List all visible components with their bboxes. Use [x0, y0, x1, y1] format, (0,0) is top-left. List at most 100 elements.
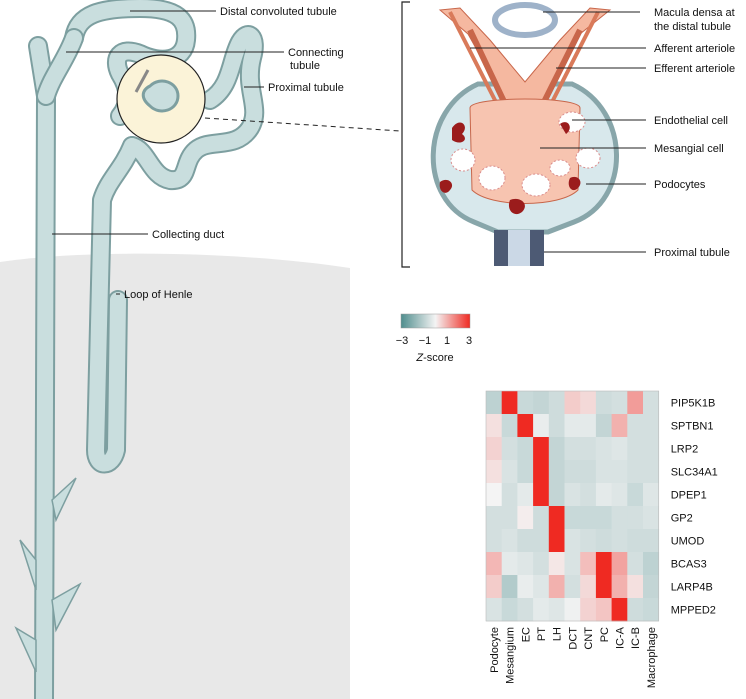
heatmap-cell	[517, 598, 534, 622]
colorbar-title: Z-score	[415, 352, 453, 364]
heatmap-cell	[564, 391, 581, 415]
heatmap-row-label: DPEP1	[671, 490, 707, 502]
heatmap-column-label: Macrophage	[646, 627, 658, 688]
heatmap-cell	[580, 506, 597, 530]
heatmap-cell	[627, 414, 644, 438]
heatmap-cell	[564, 575, 581, 599]
heatmap-cell	[501, 552, 518, 576]
label-proximal-tubule-nephron: Proximal tubule	[268, 82, 344, 94]
heatmap-cell	[580, 391, 597, 415]
heatmap-column-label: Mesangium	[505, 627, 517, 684]
heatmap-column-label: DCT	[567, 627, 579, 650]
heatmap-cell	[564, 460, 581, 484]
label-proximal-tubule-glomerulus: Proximal tubule	[654, 247, 730, 259]
heatmap-row-label: SPTBN1	[671, 421, 714, 433]
heatmap-cell	[643, 552, 660, 576]
heatmap-cell	[564, 552, 581, 576]
heatmap-cell	[548, 529, 565, 553]
heatmap-cell	[486, 575, 503, 599]
heatmap-cell	[517, 552, 534, 576]
label-macula-densa-1: Macula densa at	[654, 7, 735, 19]
heatmap-cell	[486, 598, 503, 622]
heatmap-cell	[627, 552, 644, 576]
label-macula-densa-2: the distal tubule	[654, 21, 731, 33]
heatmap-cell	[548, 575, 565, 599]
heatmap-cell	[580, 460, 597, 484]
colorbar-tick-0: −3	[396, 335, 409, 347]
colorbar-tick-3: 3	[466, 335, 472, 347]
heatmap-cell	[517, 575, 534, 599]
glomerulus-highlight	[116, 54, 206, 144]
heatmap-cell	[595, 552, 612, 576]
heatmap-cell	[486, 506, 503, 530]
heatmap-cell	[580, 529, 597, 553]
heatmap-row-label: LARP4B	[671, 582, 713, 594]
heatmap-cell	[595, 575, 612, 599]
heatmap-cell	[533, 391, 550, 415]
heatmap-row-label: GP2	[671, 513, 693, 525]
heatmap-column-label: IC-A	[614, 626, 626, 649]
heatmap-cell	[595, 529, 612, 553]
nephron-tubule	[28, 0, 265, 699]
heatmap-cell	[533, 414, 550, 438]
heatmap-cell	[501, 483, 518, 507]
heatmap-cell	[533, 575, 550, 599]
heatmap-cell	[611, 437, 628, 461]
heatmap-cell	[643, 391, 660, 415]
heatmap-cell	[627, 506, 644, 530]
heatmap-cell	[517, 460, 534, 484]
heatmap-cell	[580, 483, 597, 507]
heatmap-cell	[611, 529, 628, 553]
zoom-connector-line	[204, 117, 401, 132]
heatmap-cell	[627, 460, 644, 484]
heatmap-cell	[486, 391, 503, 415]
heatmap-cell	[627, 529, 644, 553]
heatmap-cell	[501, 414, 518, 438]
label-collecting-duct: Collecting duct	[152, 229, 224, 241]
heatmap-cell	[501, 437, 518, 461]
heatmap-cell	[564, 506, 581, 530]
heatmap-cell	[517, 483, 534, 507]
heatmap-cell	[643, 529, 660, 553]
heatmap-cell	[564, 437, 581, 461]
kidney-background	[0, 253, 350, 699]
heatmap-cell	[517, 506, 534, 530]
collecting-duct-branches	[14, 477, 82, 673]
heatmap-cell	[501, 529, 518, 553]
heatmap-cell	[486, 414, 503, 438]
heatmap-cell	[611, 506, 628, 530]
heatmap-column-label: EC	[520, 627, 532, 642]
heatmap-cell	[517, 391, 534, 415]
heatmap-cell	[548, 391, 565, 415]
heatmap-cell	[517, 414, 534, 438]
heatmap-cell	[533, 437, 550, 461]
label-connecting-tubule-2: tubule	[290, 60, 320, 72]
heatmap-cell	[643, 460, 660, 484]
heatmap-cell	[611, 391, 628, 415]
heatmap-column-label: Podocyte	[489, 627, 501, 673]
heatmap-row-label: UMOD	[671, 536, 705, 548]
heatmap-cell	[611, 483, 628, 507]
heatmap-cell	[501, 391, 518, 415]
heatmap-cell	[643, 414, 660, 438]
colorbar-gradient	[400, 313, 471, 329]
label-connecting-tubule-1: Connecting	[288, 47, 344, 59]
heatmap-cell	[548, 598, 565, 622]
heatmap-cell	[486, 460, 503, 484]
heatmap-cell	[595, 506, 612, 530]
heatmap-cell	[627, 437, 644, 461]
label-loop-of-henle: Loop of Henle	[124, 289, 193, 301]
heatmap-cell	[595, 437, 612, 461]
heatmap-cell	[611, 552, 628, 576]
heatmap-cell	[595, 598, 612, 622]
heatmap-cell	[533, 552, 550, 576]
heatmap-cell	[486, 437, 503, 461]
heatmap-cell	[580, 414, 597, 438]
heatmap-cell	[611, 414, 628, 438]
heatmap-cell	[580, 437, 597, 461]
heatmap-cell	[533, 483, 550, 507]
heatmap-cell	[486, 483, 503, 507]
heatmap-cell	[501, 506, 518, 530]
heatmap-cell	[627, 575, 644, 599]
heatmap-row-label: PIP5K1B	[671, 398, 716, 410]
